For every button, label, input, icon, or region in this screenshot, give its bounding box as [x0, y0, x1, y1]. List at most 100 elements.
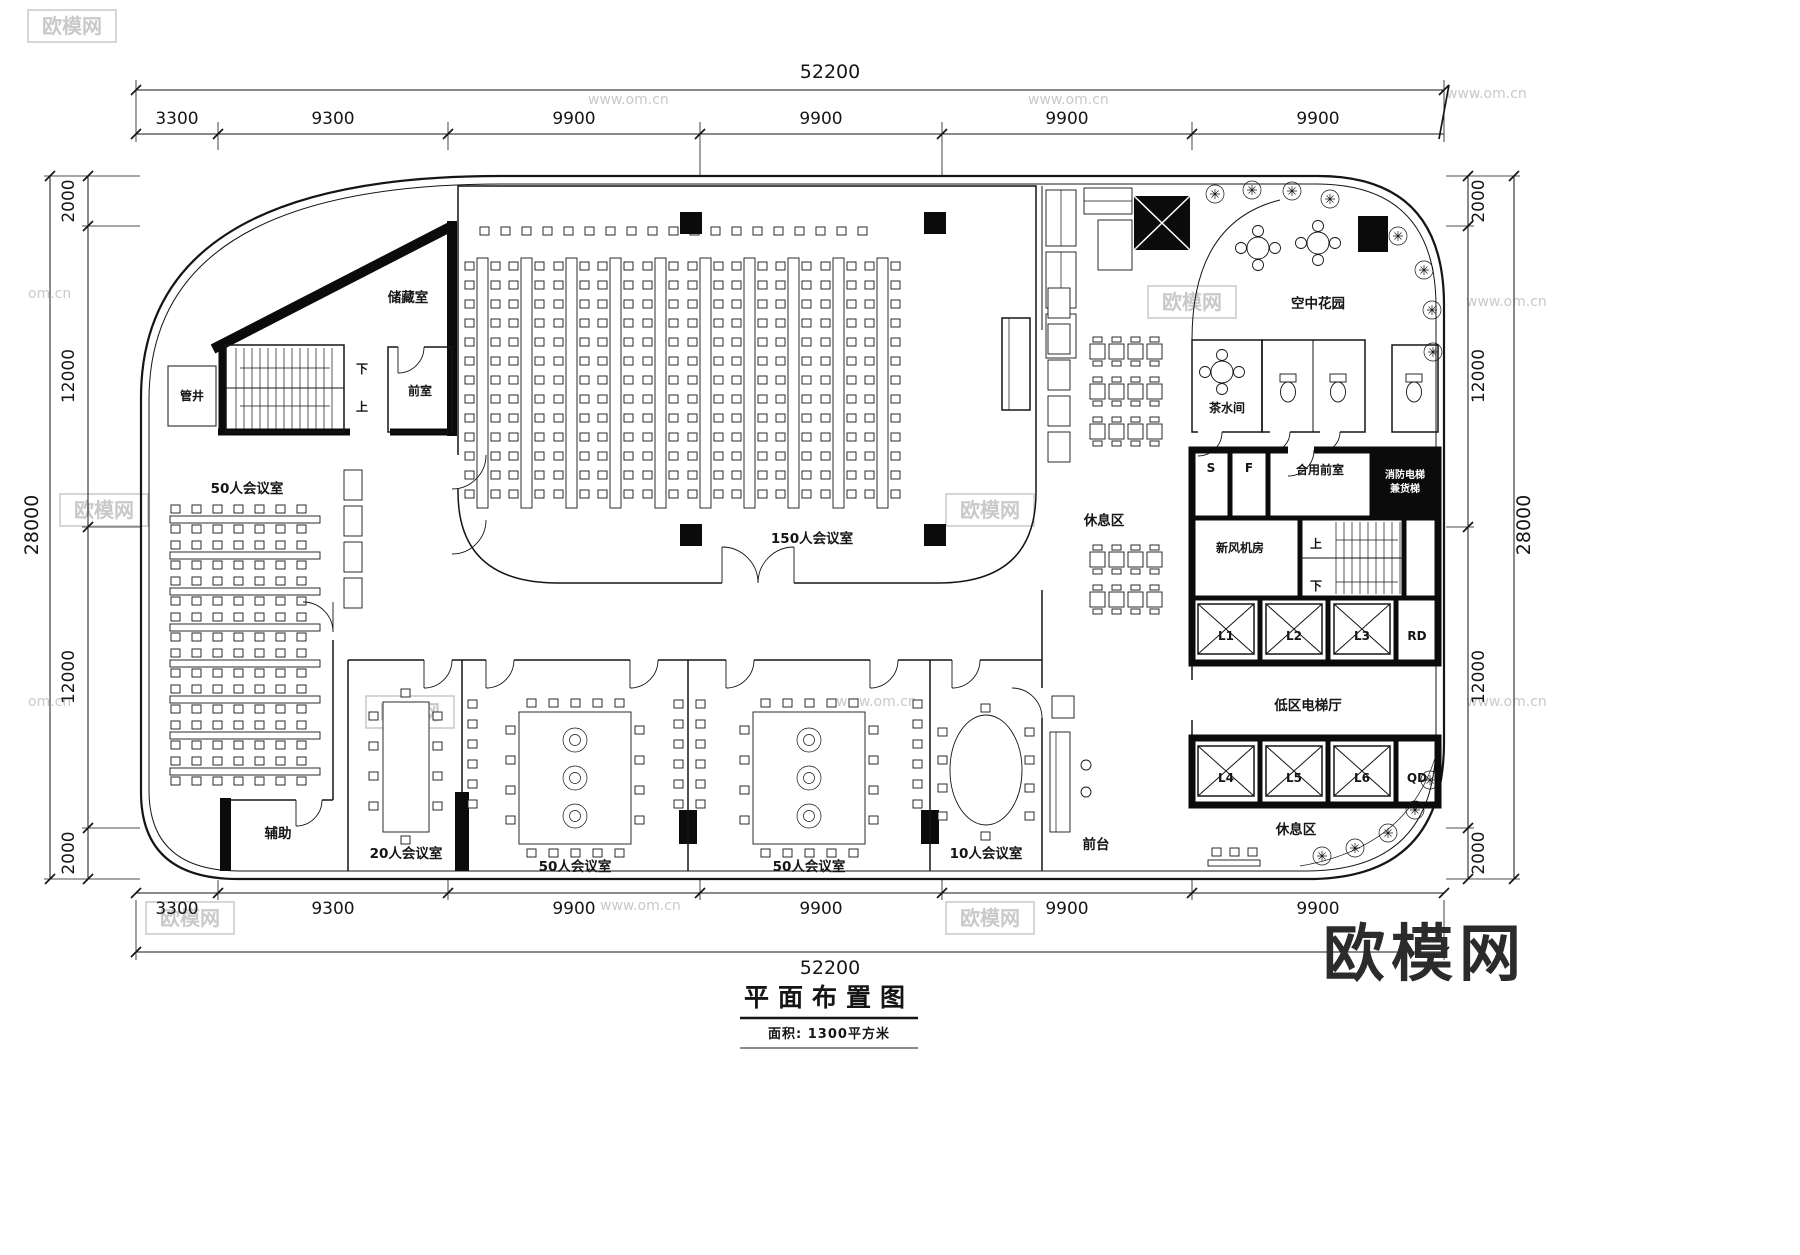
room-label-pipe-shaft: 管井: [180, 388, 204, 403]
auxiliary-room: 辅助: [220, 796, 333, 871]
drawing-title: 平面布置图: [744, 983, 914, 1012]
restrooms: [1261, 339, 1439, 453]
dim-bottom-seg-0: 3300: [155, 899, 198, 919]
meeting-150-seating: [465, 258, 900, 508]
dim-left-seg-3: 2000: [59, 831, 79, 874]
room-label-rest-area-right: 休息区: [1275, 821, 1317, 838]
tea-room: 茶水间: [1191, 339, 1263, 457]
dim-right-seg-0: 2000: [1469, 179, 1489, 222]
meeting-room-50-bottom-1: 50人会议室: [468, 699, 683, 875]
watermark-box: 欧模网: [945, 493, 1035, 527]
dim-left-seg-2: 12000: [59, 650, 79, 704]
dim-bottom-seg-1: 9300: [311, 899, 354, 919]
stair-right-down-label: 下: [1310, 579, 1322, 593]
watermark-box: 欧模网: [145, 901, 235, 935]
dimension-left: 28000 2000 12000 12000 2000: [21, 170, 140, 885]
stair-core-right: 上 下: [1300, 522, 1404, 594]
dim-bottom-seg-5: 9900: [1296, 899, 1339, 919]
front-desk: 前台: [1011, 687, 1110, 853]
dimension-bottom: 3300 9300 9900 9900 9900 9900 52200: [130, 880, 1450, 979]
stair-down-label: 下: [356, 362, 368, 376]
dim-bottom-seg-2: 9900: [552, 899, 595, 919]
meeting-room-20: 20人会议室: [368, 688, 443, 862]
room-label-meeting-50-left: 50人会议室: [211, 480, 284, 497]
elevator-l5: L5: [1286, 771, 1302, 785]
dim-top-seg-1: 9300: [311, 109, 354, 129]
room-label-meeting-20: 20人会议室: [370, 845, 443, 862]
rest-area-center: 休息区: [1047, 287, 1163, 615]
elevator-l3: L3: [1354, 629, 1370, 643]
room-label-anteroom: 前室: [408, 383, 432, 398]
meeting-room-50-left: 50人会议室: [170, 469, 363, 800]
dim-left-seg-1: 12000: [59, 349, 79, 403]
dim-bottom-seg-4: 9900: [1045, 899, 1088, 919]
dim-top-seg-5: 9900: [1296, 109, 1339, 129]
elevator-bank-lower: L4 L5 L6 QD: [1188, 734, 1442, 809]
room-label-fire-elevator-2: 兼货梯: [1390, 482, 1420, 495]
elevator-l2: L2: [1286, 629, 1302, 643]
watermark-brand: 欧模网: [74, 498, 134, 522]
watermark-url: www.om.cn: [588, 92, 669, 108]
watermark-url: www.om.cn: [1466, 294, 1547, 310]
dim-top-seg-2: 9900: [552, 109, 595, 129]
room-label-shared-anteroom: 合用前室: [1296, 462, 1344, 477]
stair-core-topleft: 下 上 管井 储藏室 前室: [167, 221, 457, 436]
dim-right-seg-1: 12000: [1469, 349, 1489, 403]
watermark-box: 欧模网: [59, 493, 149, 527]
elevator-l4: L4: [1218, 771, 1234, 785]
room-label-storage: 储藏室: [387, 289, 429, 306]
watermark-url: www.om.cn: [600, 898, 681, 914]
watermark-url: www.om.cn: [1028, 92, 1109, 108]
structural-columns: [679, 212, 1388, 844]
room-label-low-lift-hall: 低区电梯厅: [1273, 697, 1342, 714]
watermark-brand: 欧模网: [42, 14, 102, 38]
watermark-brand: 欧模网: [960, 498, 1020, 522]
dim-top-seg-4: 9900: [1045, 109, 1088, 129]
dim-total-width-bottom: 52200: [800, 957, 860, 979]
watermark-url: www.om.cn: [1446, 86, 1527, 102]
room-label-auxiliary: 辅助: [265, 825, 292, 842]
room-label-fire-elevator-1: 消防电梯: [1385, 468, 1425, 481]
stair-right-up-label: 上: [1310, 536, 1322, 551]
room-label-tea-room: 茶水间: [1208, 400, 1245, 415]
watermark-box: 欧模网: [1147, 285, 1237, 319]
room-label-meeting-10: 10人会议室: [950, 845, 1023, 862]
meeting-room-150: 150人会议室: [444, 185, 1037, 588]
room-label-meeting-50-b2: 50人会议室: [773, 858, 846, 875]
label-qd: QD: [1407, 771, 1427, 785]
stair-up-label: 上: [356, 399, 368, 414]
elevator-bank-upper: L1 L2 L3 RD: [1197, 603, 1427, 655]
site-logo: 欧模网: [1323, 917, 1527, 990]
room-label-fresh-air: 新风机房: [1216, 540, 1264, 555]
bottom-meeting-rooms: 20人会议室 50人会议室 50人会议室 10人会议室 前台 辅助: [220, 656, 1110, 875]
dim-total-height-right: 28000: [1513, 495, 1535, 555]
watermark-box: 欧模网: [27, 9, 117, 43]
dim-total-width-top: 52200: [800, 61, 860, 83]
watermark-url: www.om.cn: [1466, 694, 1547, 710]
drawing-area: 面积: 1300平方米: [768, 1026, 890, 1042]
meeting-room-50-bottom-2: 50人会议室: [696, 699, 922, 875]
dim-total-height-left: 28000: [21, 495, 43, 555]
meeting-150-back-row: [479, 226, 868, 236]
meeting-room-10: 10人会议室: [937, 703, 1035, 862]
room-label-meeting-150: 150人会议室: [771, 530, 854, 547]
dim-right-seg-2: 12000: [1469, 650, 1489, 704]
room-label-front-desk: 前台: [1083, 836, 1110, 853]
watermark-brand: 欧模网: [960, 906, 1020, 930]
pantry-cabinets: [1045, 187, 1133, 359]
sky-garden: 空中花园: [1205, 180, 1443, 362]
dimension-right: 2000 12000 12000 2000 28000: [1446, 170, 1535, 885]
stage-podium: [1001, 317, 1031, 411]
room-label-meeting-50-b1: 50人会议室: [539, 858, 612, 875]
service-elevator: [1133, 195, 1191, 251]
watermark-url: www.om.cn: [836, 694, 917, 710]
elevator-l6: L6: [1354, 771, 1370, 785]
title-block: 平面布置图 面积: 1300平方米: [740, 983, 918, 1049]
watermark-brand: 欧模网: [1162, 290, 1222, 314]
watermark-brand: 欧模网: [160, 906, 220, 930]
dim-right-seg-3: 2000: [1469, 831, 1489, 874]
dim-top-seg-0: 3300: [155, 109, 198, 129]
elevator-l1: L1: [1218, 629, 1234, 643]
